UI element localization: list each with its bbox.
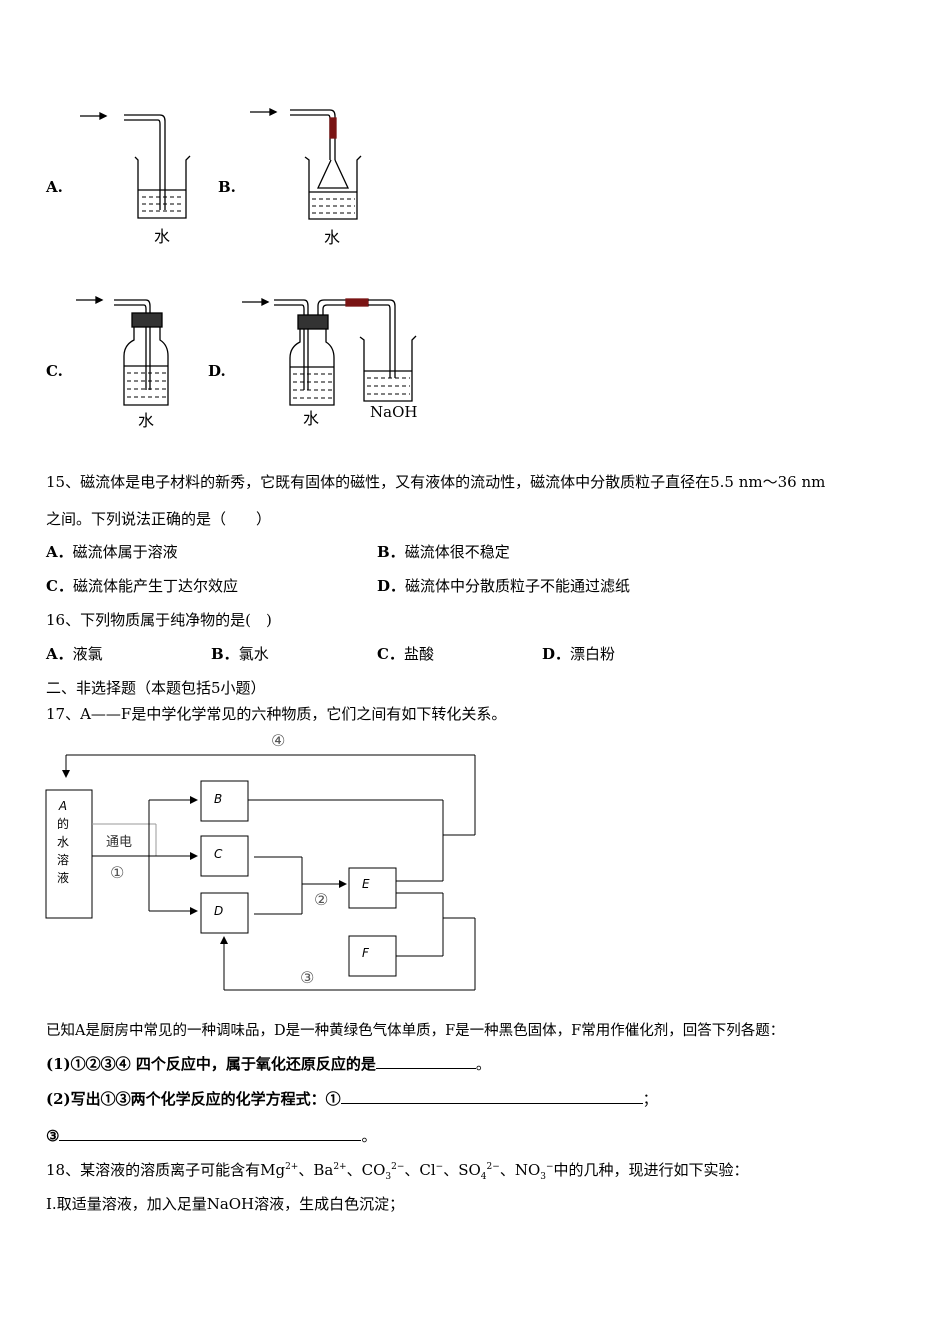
q15-a-label: A． bbox=[46, 543, 73, 561]
q15-b-text: 磁流体很不稳定 bbox=[404, 543, 510, 561]
q18-step1: Ⅰ.取适量溶液，加入足量NaOH溶液，生成白色沉淀； bbox=[46, 1195, 405, 1213]
q17-part3-text: ③ bbox=[46, 1127, 60, 1145]
apparatus-a bbox=[80, 111, 191, 219]
q15-option-c: C．磁流体能产生丁达尔效应 bbox=[46, 575, 238, 596]
box-a-char-5: 液 bbox=[57, 871, 70, 885]
reaction-4-marker: ④ bbox=[271, 731, 286, 750]
naoh-label: NaOH bbox=[370, 403, 418, 421]
q16-option-b: B．氯水 bbox=[211, 643, 269, 664]
so-subscript: 4 bbox=[480, 1172, 487, 1182]
box-e-label: E bbox=[362, 877, 370, 891]
q17-part1: (1)①②③④ 四个反应中，属于氧化还原反应的是 。 bbox=[46, 1053, 491, 1074]
water-label-d: 水 bbox=[303, 409, 320, 428]
q18-sep-cl: 、Cl bbox=[404, 1161, 436, 1179]
section-heading: 二、非选择题（本题包括5小题） bbox=[46, 679, 266, 697]
q17-part1-end: 。 bbox=[475, 1055, 491, 1073]
so-charge: 2− bbox=[486, 1162, 500, 1172]
q14-option-d-label: D. bbox=[208, 362, 226, 380]
water-label-b: 水 bbox=[324, 228, 341, 247]
electrolysis-label: 通电 bbox=[106, 835, 133, 850]
water-label-c: 水 bbox=[138, 411, 155, 430]
q16-option-a: A．液氯 bbox=[46, 643, 103, 664]
apparatus-c bbox=[76, 295, 169, 406]
q16-c-text: 盐酸 bbox=[403, 645, 434, 663]
q18-sep-no: 、NO bbox=[499, 1161, 541, 1179]
q17-part2-text: (2)写出①③两个化学反应的化学方程式：① bbox=[46, 1090, 341, 1108]
q17-part1-blank[interactable] bbox=[375, 1054, 476, 1069]
q18-sep-co: 、CO bbox=[346, 1161, 386, 1179]
q16-c-label: C． bbox=[377, 645, 404, 663]
q18-stem-suffix: 中的几种，现进行如下实验： bbox=[553, 1161, 749, 1179]
apparatus-b bbox=[250, 107, 362, 220]
reaction-1-marker: ① bbox=[110, 863, 125, 882]
q15-option-d: D．磁流体中分散质粒子不能通过滤纸 bbox=[377, 575, 630, 596]
mg-charge: 2+ bbox=[285, 1162, 299, 1172]
q17-part1-text: (1)①②③④ 四个反应中，属于氧化还原反应的是 bbox=[46, 1055, 376, 1073]
q16-option-c: C．盐酸 bbox=[377, 643, 434, 664]
q14-option-a-label: A. bbox=[46, 178, 63, 196]
no-charge: − bbox=[545, 1162, 554, 1172]
q15-option-b: B．磁流体很不稳定 bbox=[377, 541, 510, 562]
q14-option-b-label: B. bbox=[218, 178, 236, 196]
q17-stem: 17、A——F是中学化学常见的六种物质，它们之间有如下转化关系。 bbox=[46, 705, 507, 723]
box-a-text: A 的 水 溶 液 bbox=[57, 797, 69, 887]
q15-stem-line2: 之间。下列说法正确的是（ ） bbox=[46, 510, 272, 528]
q15-b-label: B． bbox=[377, 543, 405, 561]
q16-a-label: A． bbox=[46, 645, 73, 663]
q16-a-text: 液氯 bbox=[72, 645, 103, 663]
q16-stem: 16、下列物质属于纯净物的是( ) bbox=[46, 611, 272, 629]
apparatus-d bbox=[242, 297, 417, 406]
water-label-a: 水 bbox=[154, 227, 171, 246]
cl-charge: − bbox=[435, 1162, 444, 1172]
no-subscript: 3 bbox=[540, 1172, 546, 1182]
q15-option-a: A．磁流体属于溶液 bbox=[46, 541, 178, 562]
q17-part3-blank[interactable] bbox=[59, 1126, 362, 1141]
q17-part2-end: ； bbox=[642, 1090, 658, 1108]
ba-charge: 2+ bbox=[333, 1162, 347, 1172]
q15-c-label: C． bbox=[46, 577, 73, 595]
q18-stem: 18、某溶液的溶质离子可能含有Mg2+、Ba2+、CO32−、Cl−、SO42−… bbox=[46, 1159, 749, 1182]
box-b-label: B bbox=[214, 792, 223, 806]
q17-part3-end: 。 bbox=[361, 1127, 377, 1145]
co-charge: 2− bbox=[391, 1162, 405, 1172]
reaction-2-marker: ② bbox=[314, 890, 329, 909]
q15-c-text: 磁流体能产生丁达尔效应 bbox=[72, 577, 238, 595]
q15-d-text: 磁流体中分散质粒子不能通过滤纸 bbox=[405, 577, 631, 595]
box-d-label: D bbox=[214, 904, 224, 918]
q16-d-label: D． bbox=[542, 645, 571, 663]
q17-part2-blank[interactable] bbox=[340, 1089, 643, 1104]
co-subscript: 3 bbox=[385, 1172, 392, 1182]
q17-diagram-svg bbox=[45, 754, 476, 991]
q18-stem-prefix: 18、某溶液的溶质离子可能含有Mg bbox=[46, 1161, 286, 1179]
q14-option-c-label: C. bbox=[46, 362, 63, 380]
box-a-char-2: 的 bbox=[57, 817, 70, 831]
reaction-3-marker: ③ bbox=[300, 968, 315, 987]
q16-b-text: 氯水 bbox=[238, 645, 269, 663]
q15-d-label: D． bbox=[377, 577, 406, 595]
q17-part2: (2)写出①③两个化学反应的化学方程式：① ； bbox=[46, 1088, 658, 1109]
q15-stem-line1: 15、磁流体是电子材料的新秀，它既有固体的磁性，又有液体的流动性，磁流体中分散质… bbox=[46, 473, 826, 491]
q18-sep-ba: 、Ba bbox=[298, 1161, 334, 1179]
q17-known-info: 已知A是厨房中常见的一种调味品，D是一种黄绿色气体单质，F是一种黑色固体，F常用… bbox=[46, 1023, 785, 1039]
box-a-char-4: 溶 bbox=[57, 853, 70, 867]
box-f-label: F bbox=[362, 946, 369, 960]
q17-part3: ③。 bbox=[46, 1125, 376, 1146]
apparatus-svg bbox=[76, 107, 417, 406]
q16-b-label: B． bbox=[211, 645, 239, 663]
q16-d-text: 漂白粉 bbox=[570, 645, 616, 663]
q18-sep-so: 、SO bbox=[443, 1161, 481, 1179]
box-c-label: C bbox=[214, 847, 223, 861]
box-a-char-1: A bbox=[58, 799, 68, 813]
box-a-char-3: 水 bbox=[57, 835, 70, 849]
q16-option-d: D．漂白粉 bbox=[542, 643, 615, 664]
q15-a-text: 磁流体属于溶液 bbox=[72, 543, 178, 561]
